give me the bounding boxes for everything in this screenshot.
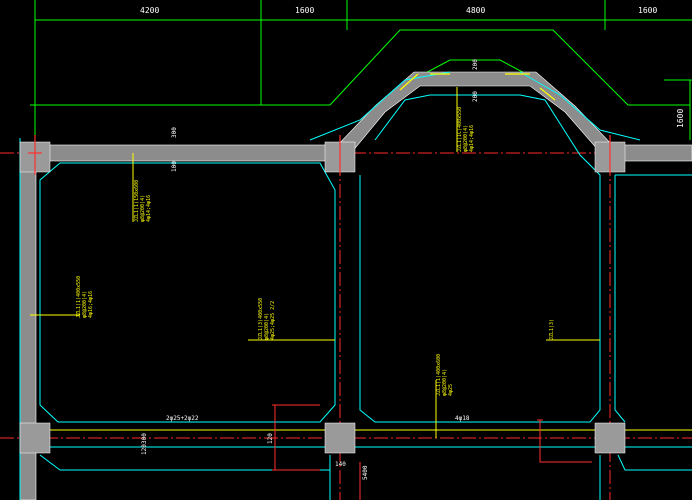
dim-arch-top-a: 200 [472,59,479,70]
small-dimensions: 300 100 200 200 300 120 120 140 5400 [141,59,479,480]
dim-bottom-left-h: 120 [141,444,148,455]
dim-arch-top-b: 200 [472,91,479,102]
axis-markers [28,135,611,175]
dim-bottom-left-v: 300 [141,433,148,444]
dim-bottom-mid-a: 120 [267,433,274,444]
annot-center-l1: JZL1(3)400x550 [258,298,264,340]
column-c2[interactable] [594,422,626,454]
annot-left-l3: 4φ16;4φ16 [88,291,94,318]
dim-top-4: 1600 [638,6,657,15]
dim-right: 1600 [676,109,685,128]
annot-left-l1: JZL1(1)400x550 [76,276,82,318]
dim-beam-width-top: 300 [171,127,178,138]
annot-left-l2: φ8@200(4) [82,291,88,318]
annot-arch-l2: φ8@200(4) [463,125,469,152]
annot-kl1-l1: JZL1(1)150x600 [134,180,140,222]
annot-bottom-right-rebar: 4φ18 [455,415,470,422]
annot-arch-l1: JZL1(1C)400x550 [457,107,463,152]
top-dimensions: 4200 1600 4800 1600 1600 [140,6,685,128]
beam-top-left[interactable] [19,144,341,162]
column-b2[interactable] [324,422,356,454]
dim-top-3: 4800 [466,6,485,15]
red-dimension-brackets [272,404,592,500]
dim-top-2: 1600 [295,6,314,15]
dim-beam-offset-top: 100 [171,161,178,172]
dim-bottom-mid-c: 5400 [362,465,369,480]
arch-highlights [399,73,556,101]
annot-bottom-mid-l2: φ8@200(4) [442,369,448,396]
bottom-beam-edges [20,429,692,448]
leader-lines [30,87,600,438]
annot-bottom-rebar: 2φ25+2φ22 [166,415,199,422]
annot-center-l3: 4φ25;4φ25 2/2 [270,301,276,340]
beams[interactable] [19,71,692,500]
dim-bottom-mid-b: 140 [335,461,346,468]
dim-top-1: 4200 [140,6,159,15]
columns[interactable] [19,141,626,454]
annot-center-l2: φ8@200(4) [264,313,270,340]
column-a2[interactable] [19,422,51,454]
annot-kl1-l2: φ8@200(4) [140,195,146,222]
beam-annotations: JZL1(1)150x600 φ8@200(4) 4φ14;4φ16 JZL1(… [76,107,555,422]
annot-bottom-mid-l3: 4φ25 [448,384,454,396]
beam-arch[interactable] [332,71,618,159]
annot-right-l1: JZL1(3) [549,319,555,340]
annot-arch-l3: 4φ14;4φ16 [469,125,475,152]
annot-bottom-mid-l1: JZL1(1)400x600 [436,354,442,396]
annot-kl1-l3: 4φ14;4φ16 [146,195,152,222]
